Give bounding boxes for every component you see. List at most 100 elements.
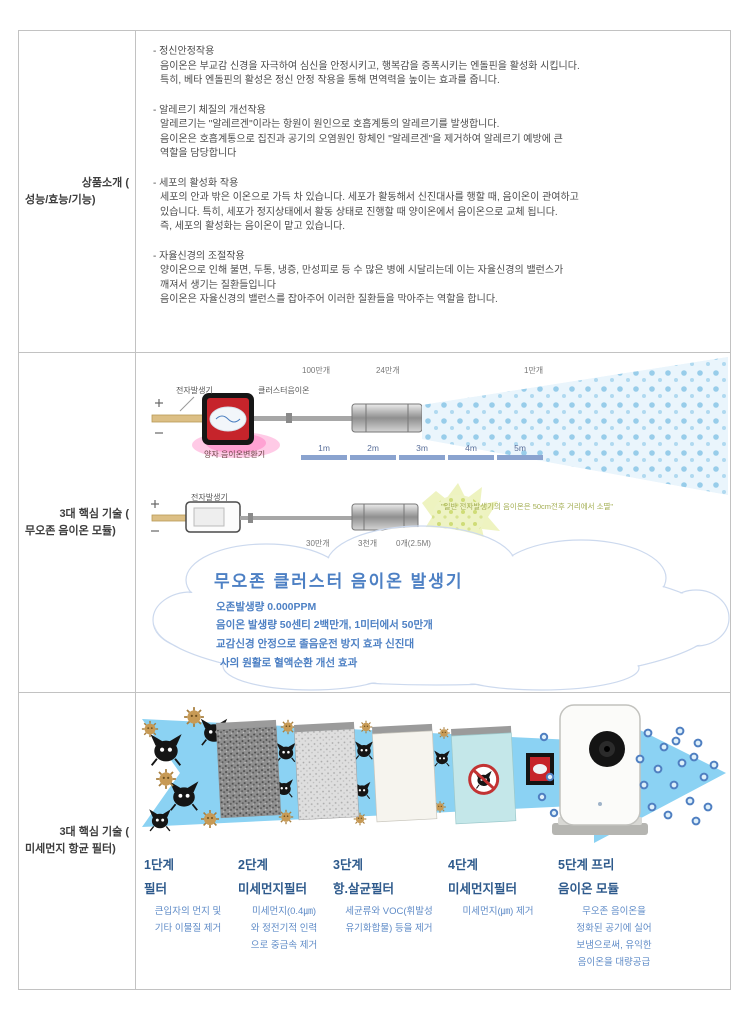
ion-count-30: 30만개 bbox=[306, 539, 330, 548]
stage-desc-line: 정화된 공기에 실어 bbox=[576, 923, 652, 934]
electron-generator-label-2: 전자발생기 bbox=[191, 493, 228, 502]
generator-box-panel bbox=[193, 507, 225, 527]
header-line: 무오존 음이온 모듈) bbox=[25, 524, 116, 537]
green-burst-dots bbox=[432, 495, 484, 539]
ruler-mark-4m: 4m bbox=[465, 443, 477, 453]
ruler-mark-5m: 5m bbox=[514, 443, 526, 453]
stage-desc: 미세먼지(0.4㎛) 와 정전기적 인력 으로 중금속 제거 bbox=[238, 903, 330, 954]
ion-count-3k: 3천개 bbox=[358, 539, 378, 548]
ion-count-100: 100만개 bbox=[302, 366, 331, 375]
filter-panel-4-hepa bbox=[450, 725, 517, 825]
stage-desc: 세균류와 VOC(휘발성 유기화합물) 등을 제거 bbox=[333, 903, 445, 937]
ion-spray-dots bbox=[422, 357, 728, 495]
purifier-logo bbox=[598, 802, 602, 806]
product-intro-content: - 정신안정작용 음이온은 부교감 신경을 자극하여 심신을 안정시키고, 행복… bbox=[136, 31, 730, 352]
section-line: 있습니다. 특히, 세포가 정지상태에서 활동 상태로 진행할 때 양이온에서 … bbox=[160, 206, 558, 218]
filter-panel-3-antibacterial bbox=[371, 723, 438, 823]
intro-section-mental-calming: - 정신안정작용 음이온은 부교감 신경을 자극하여 심신을 안정시키고, 행복… bbox=[153, 45, 730, 89]
section-line: 특히, 베타 엔돌핀의 활성은 정신 안정 작용을 통해 면역력을 높이는 효과… bbox=[160, 75, 500, 86]
header-line: 미세먼지 항균 필터) bbox=[25, 843, 116, 855]
ion-module-content: 100만개 24만개 1만개 전자발생기 클러스터음이온 양자 음이온변환기 1… bbox=[136, 353, 730, 692]
row-header-dust-filter: 3대 핵심 기술 ( 미세먼지 항균 필터) bbox=[19, 693, 136, 989]
stage-step: 3단계 bbox=[333, 858, 363, 872]
section-line: 세포의 안과 밖은 이온으로 가득 차 있습니다. 세포가 활동해서 신진대사를… bbox=[160, 192, 579, 203]
stage-name: 미세먼지필터 bbox=[238, 882, 308, 896]
stage-desc-line: 유기화합물) 등을 제거 bbox=[345, 923, 433, 934]
connector-ring-2 bbox=[248, 513, 253, 523]
header-line: 성능/효능/기능) bbox=[25, 193, 96, 206]
row-header-product-intro: 상품소개 ( 성능/효능/기능) bbox=[19, 31, 136, 352]
filter-flow-diagram bbox=[141, 704, 726, 843]
stage-desc-line: 큰입자의 먼지 및 bbox=[154, 906, 222, 917]
row-product-intro: 상품소개 ( 성능/효능/기능) - 정신안정작용 음이온은 부교감 신경을 자… bbox=[19, 31, 730, 353]
stage-desc-line: 미세먼지(㎛) 제거 bbox=[462, 906, 534, 917]
connector-rod bbox=[254, 416, 352, 421]
intro-section-allergy: - 알레르기 체질의 개선작용 알레르기는 "알레르겐"이라는 항원이 원인으로… bbox=[153, 104, 730, 162]
nozzle-cylinder bbox=[351, 403, 423, 433]
header-line: 상품소개 ( bbox=[81, 176, 129, 189]
cloud-callout bbox=[152, 525, 730, 691]
section-line: 음이온은 호흡계통으로 집진과 공기의 오염원인 항체인 "알레르겐"을 제거하… bbox=[160, 133, 563, 145]
section-line: 음이온은 부교감 신경을 자극하여 심신을 안정시키고, 행복감을 증폭시키는 … bbox=[160, 60, 580, 72]
ion-count-1: 1만개 bbox=[524, 366, 544, 375]
ion-count-0: 0개(2.5M) bbox=[396, 539, 431, 548]
stage-2-label: 2단계 미세먼지필터 미세먼지(0.4㎛) 와 정전기적 인력 으로 중금속 제… bbox=[238, 853, 330, 954]
stage-desc-line: 기타 이물질 제거 bbox=[154, 923, 222, 934]
section-title: - 자율신경의 조절작용 bbox=[153, 250, 245, 262]
section-title: - 세포의 활성화 작용 bbox=[153, 177, 239, 189]
electrode-rod-2 bbox=[151, 514, 187, 522]
intro-section-autonomic-nerve: - 자율신경의 조절작용 양이온으로 인해 불면, 두통, 냉증, 만성피로 등… bbox=[153, 250, 730, 308]
stage-desc-line: 무오존 음이온을 bbox=[582, 906, 646, 917]
section-line: 알레르기는 "알레르겐"이라는 항원이 원인으로 호흡계통의 알레르기를 발생합… bbox=[160, 119, 500, 130]
stage-3-label: 3단계 항.살균필터 세균류와 VOC(휘발성 유기화합물) 등을 제거 bbox=[333, 853, 445, 937]
stage-5-label: 5단계 프리 음이온 모듈 무오존 음이온을 정화된 공기에 실어 보냄으로써,… bbox=[558, 853, 670, 971]
stage-step: 5단계 프리 bbox=[558, 858, 615, 872]
cloud-line-ozone: 오존발생량 0.000PPM bbox=[216, 601, 317, 613]
stage-1-label: 1단계 필터 큰입자의 먼지 및 기타 이물질 제거 bbox=[144, 853, 232, 937]
stage-name: 음이온 모듈 bbox=[558, 882, 619, 896]
section-line: 즉, 세포의 활성화는 음이온이 맡고 있습니다. bbox=[160, 221, 346, 232]
cloud-line-output: 음이온 발생량 50센티 2백만개, 1미터에서 50만개 bbox=[216, 619, 433, 631]
ion-generator-diagram bbox=[151, 357, 730, 691]
header-line: 3대 핵심 기술 ( bbox=[59, 507, 129, 520]
cloud-title: 무오존 클러스터 음이온 발생기 bbox=[214, 572, 464, 591]
stage-step: 2단계 bbox=[238, 858, 268, 872]
ion-dots-clean-air bbox=[635, 726, 719, 826]
ruler-mark-2m: 2m bbox=[367, 443, 379, 453]
label-pointer-line bbox=[179, 396, 195, 412]
stage-step: 4단계 bbox=[448, 858, 478, 872]
section-line: 역할을 담당합니다 bbox=[160, 148, 237, 159]
filter-panel-2-fine-dust bbox=[294, 721, 360, 821]
stage-name: 항.살균필터 bbox=[333, 882, 394, 896]
row-ion-module: 3대 핵심 기술 ( 무오존 음이온 모듈) bbox=[19, 353, 730, 693]
section-title: - 정신안정작용 bbox=[153, 46, 215, 57]
stage-name: 필터 bbox=[144, 882, 168, 896]
section-line: 깨져서 생기는 질환들입니다 bbox=[160, 279, 276, 291]
stage-desc-line: 와 정전기적 인력 bbox=[250, 923, 318, 934]
header-line: 3대 핵심 기술 ( bbox=[59, 826, 129, 838]
quantum-converter-label: 양자 음이온변환기 bbox=[204, 450, 266, 459]
converter-logo-squiggle bbox=[215, 415, 241, 423]
section-line: 음이온은 자율신경의 밸런스를 잡아주어 이러한 질환들을 막아주는 역할을 합… bbox=[160, 294, 498, 305]
ordinary-generator-note: "일반 전자발생기의 음이온은 50cm전후 거리에서 소멸" bbox=[441, 502, 614, 511]
distance-ruler bbox=[301, 455, 543, 460]
connector-rod-2 bbox=[240, 516, 352, 520]
row-header-ion-module: 3대 핵심 기술 ( 무오존 음이온 모듈) bbox=[19, 353, 136, 692]
stage-desc: 미세먼지(㎛) 제거 bbox=[448, 903, 548, 920]
cluster-ion-label: 클러스터음이온 bbox=[258, 386, 310, 395]
stage-step: 1단계 bbox=[144, 858, 174, 872]
dust-filter-content: 1단계 필터 큰입자의 먼지 및 기타 이물질 제거 2단계 미세먼지필터 미세… bbox=[136, 693, 730, 989]
product-info-table: 상품소개 ( 성능/효능/기능) - 정신안정작용 음이온은 부교감 신경을 자… bbox=[18, 30, 731, 990]
ion-count-24: 24만개 bbox=[376, 366, 400, 375]
plus-minus-marks-2 bbox=[151, 500, 159, 532]
row-dust-filter: 3대 핵심 기술 ( 미세먼지 항균 필터) bbox=[19, 693, 730, 989]
plus-minus-marks bbox=[155, 399, 163, 434]
stage-desc-line: 보냄으로써, 유익한 bbox=[576, 940, 652, 951]
no-germs-emblem bbox=[468, 763, 500, 795]
intro-text-block: - 정신안정작용 음이온은 부교감 신경을 자극하여 심신을 안정시키고, 행복… bbox=[136, 31, 730, 308]
stage-desc-line: 미세먼지(0.4㎛) bbox=[252, 906, 316, 917]
cloud-line-effect-1: 교감신경 안정으로 졸음운전 방지 효과 신진대 bbox=[216, 638, 415, 650]
filter-panel-1-prefilter bbox=[216, 719, 282, 819]
stage-desc-line: 세균류와 VOC(휘발성 bbox=[345, 906, 433, 917]
